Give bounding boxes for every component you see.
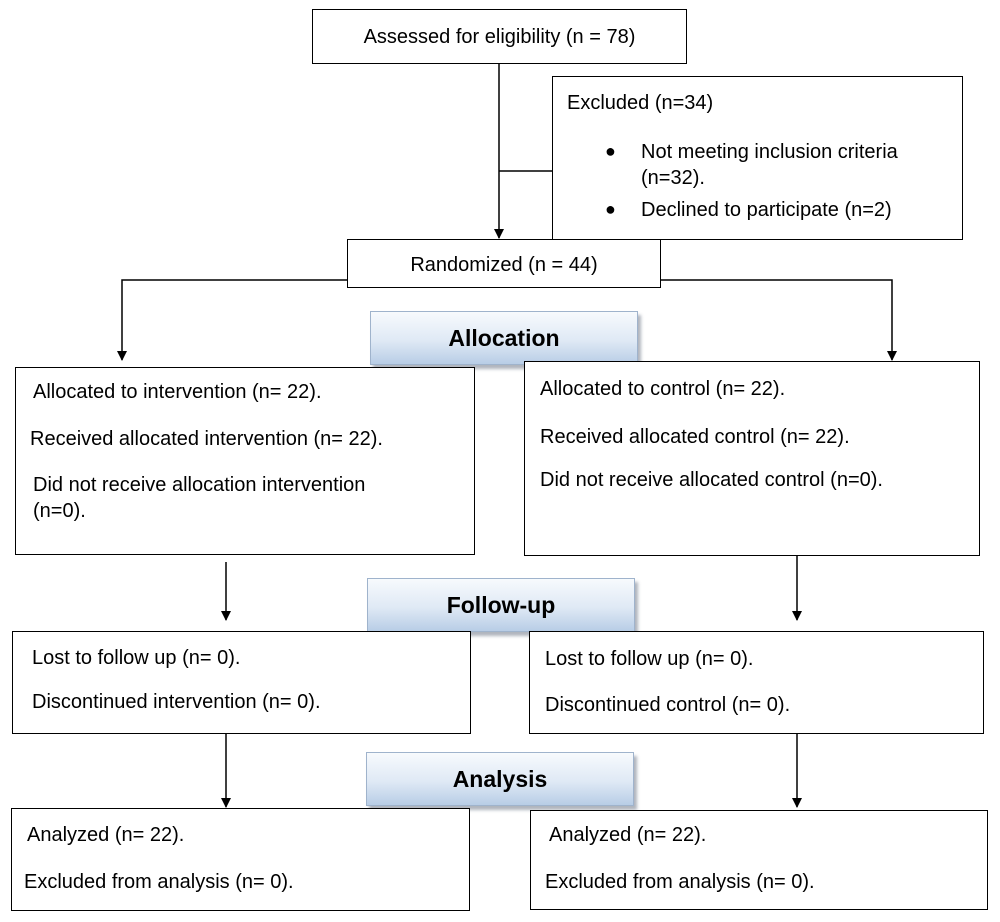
excluded-analysis-intervention: Excluded from analysis (n= 0). — [24, 871, 294, 893]
assessed-text: Assessed for eligibility (n = 78) — [363, 26, 636, 48]
control-followup-box: Lost to follow up (n= 0). Discontinued c… — [529, 631, 984, 734]
control-allocation-box: Allocated to control (n= 22). Received a… — [524, 361, 980, 556]
arrow-randomized-to-intervention — [117, 279, 348, 361]
excluded-item-2: Declined to participate (n=2) — [641, 199, 892, 221]
intervention-allocation-box: Allocated to intervention (n= 22). Recei… — [15, 367, 475, 555]
excluded-item-1-line-1: Not meeting inclusion criteria — [641, 141, 898, 163]
bullet-icon: ● — [605, 141, 616, 161]
randomized-box: Randomized (n = 44) — [347, 239, 661, 288]
intervention-analysis-box: Analyzed (n= 22). Excluded from analysis… — [11, 808, 470, 911]
allocated-intervention: Allocated to intervention (n= 22). — [33, 381, 322, 403]
excluded-analysis-control: Excluded from analysis (n= 0). — [545, 871, 815, 893]
discontinued-intervention: Discontinued intervention (n= 0). — [32, 691, 321, 713]
excluded-box: Excluded (n=34) ● Not meeting inclusion … — [552, 76, 963, 240]
followup-phase-label: Follow-up — [367, 578, 635, 632]
discontinued-control: Discontinued control (n= 0). — [545, 694, 791, 716]
assessed-box: Assessed for eligibility (n = 78) — [312, 9, 687, 64]
allocated-control: Allocated to control (n= 22). — [540, 378, 786, 400]
lost-to-followup-control: Lost to follow up (n= 0). — [545, 648, 754, 670]
received-control: Received allocated control (n= 22). — [540, 426, 850, 448]
not-received-intervention: Did not receive allocation intervention — [33, 474, 366, 496]
excluded-item-1-line-2: (n=32). — [641, 167, 705, 189]
not-received-intervention-count: (n=0). — [33, 500, 86, 522]
received-intervention: Received allocated intervention (n= 22). — [30, 428, 383, 450]
intervention-followup-box: Lost to follow up (n= 0). Discontinued i… — [12, 631, 471, 734]
analysis-phase-label: Analysis — [366, 752, 634, 806]
allocation-phase-label: Allocation — [370, 311, 638, 365]
analyzed-control: Analyzed (n= 22). — [549, 824, 707, 846]
analyzed-intervention: Analyzed (n= 22). — [27, 824, 185, 846]
excluded-title: Excluded (n=34) — [567, 92, 714, 114]
arrow-randomized-to-control — [661, 279, 897, 361]
not-received-control: Did not receive allocated control (n=0). — [540, 469, 883, 491]
lost-to-followup-intervention: Lost to follow up (n= 0). — [32, 647, 241, 669]
randomized-text: Randomized (n = 44) — [410, 254, 598, 276]
bullet-icon: ● — [605, 199, 616, 219]
control-analysis-box: Analyzed (n= 22). Excluded from analysis… — [530, 810, 988, 910]
